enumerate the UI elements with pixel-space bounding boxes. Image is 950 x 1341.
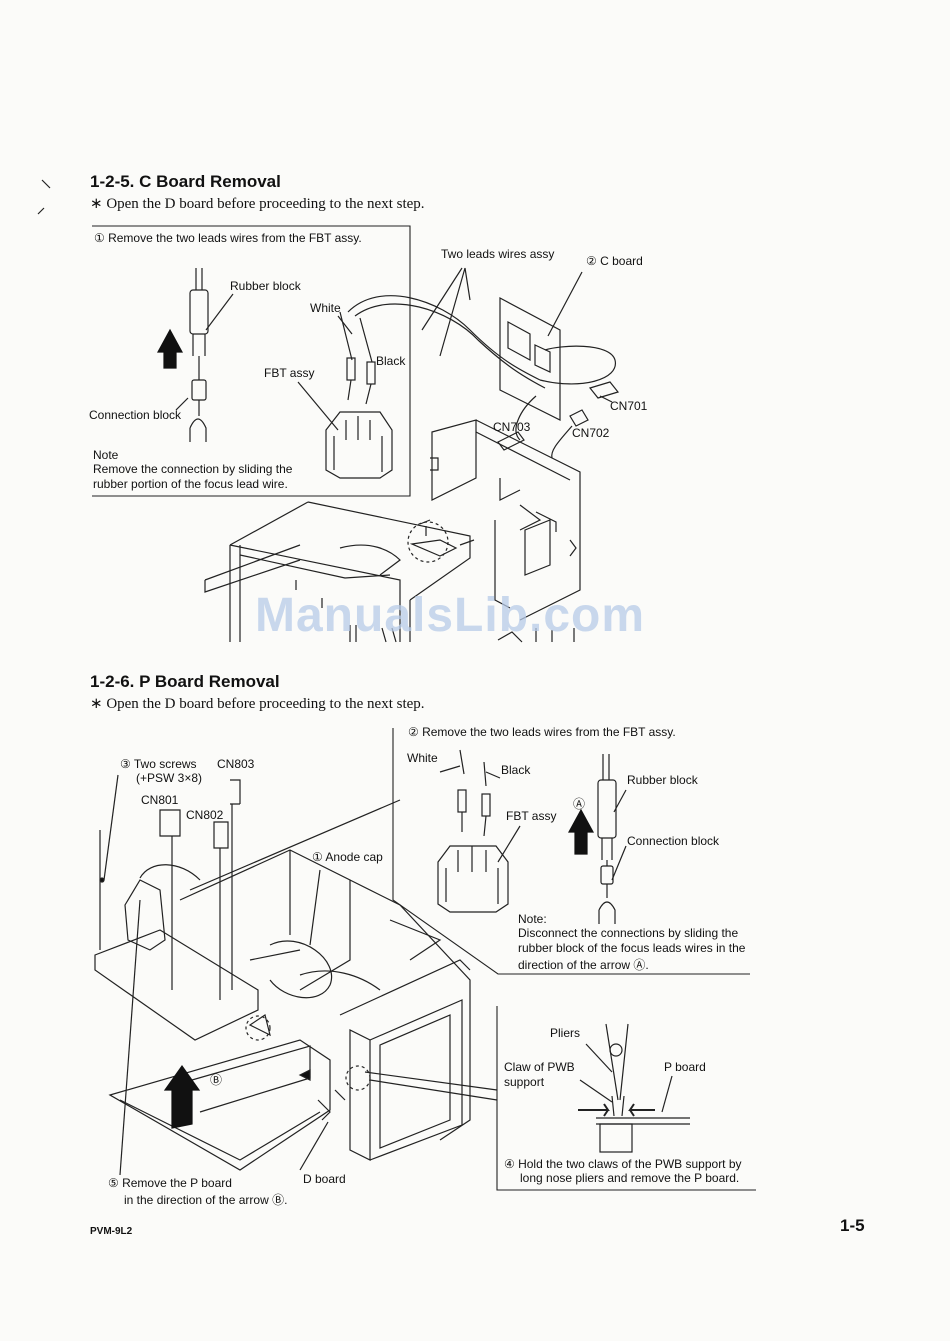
step-remove-p-board-2: in the direction of the arrow Ⓑ. [124,1193,288,1207]
label-connection-block-2: Connection block [627,834,720,848]
note-line-1b: rubber portion of the focus lead wire. [93,477,288,491]
note-title-2: Note: [518,912,547,926]
label-pliers: Pliers [550,1026,581,1040]
note-line-1a: Remove the connection by sliding the [93,462,293,476]
note-line-2a: Disconnect the connections by sliding th… [518,926,739,940]
step-remove-p-board-1: ⑤ Remove the P board [108,1176,232,1190]
label-rubber-block-2: Rubber block [627,773,698,787]
step-hold-claws-1: ④ Hold the two claws of the PWB support … [504,1157,742,1171]
label-rubber-block-1: Rubber block [230,279,301,293]
page-number: 1-5 [840,1216,865,1235]
label-white-1: White [310,301,341,315]
chassis-section-2 [94,774,498,1176]
label-claw-line2: support [504,1075,545,1089]
section-heading-c-board: 1-2-5. C Board Removal [90,172,281,191]
label-anode-cap: ① Anode cap [312,850,383,864]
focus-lead-inset-1 [175,268,234,442]
label-c-board: ② C board [586,254,643,268]
section-heading-p-board: 1-2-6. P Board Removal [90,672,280,691]
label-d-board: D board [303,1172,346,1186]
note-title-1: Note [93,448,119,462]
step-hold-claws-2: long nose pliers and remove the P board. [520,1171,740,1185]
c-board-assembly [347,267,620,459]
label-cn703: CN703 [493,420,531,434]
label-two-leads-wires: Two leads wires assy [441,247,555,261]
label-fbt-assy-1: FBT assy [264,366,315,380]
label-black-1: Black [376,354,406,368]
label-p-board: P board [664,1060,706,1074]
label-white-2: White [407,751,438,765]
fbt-assy-inset-1 [297,311,393,479]
label-black-2: Black [501,763,531,777]
label-cn802: CN802 [186,808,224,822]
step-remove-leads-2: ② Remove the two leads wires from the FB… [408,725,676,739]
label-cn801: CN801 [141,793,179,807]
label-cn701: CN701 [610,399,648,413]
section-note-c-board: ∗ Open the D board before proceeding to … [90,196,425,212]
pliers-inset [578,1023,690,1153]
footer-model: PVM-9L2 [90,1226,133,1237]
label-cn702: CN702 [572,426,610,440]
focus-lead-inset-2 [597,754,627,924]
label-psw: (+PSW 3×8) [136,771,203,785]
label-cn803: CN803 [217,757,255,771]
step-remove-leads-1: ① Remove the two leads wires from the FB… [94,231,362,245]
label-arrow-b: Ⓑ [210,1073,223,1087]
label-two-screws: ③ Two screws [120,757,197,771]
chassis-section-1 [204,419,581,643]
fbt-assy-inset-2 [437,749,521,913]
note-line-2c: direction of the arrow Ⓐ. [518,958,649,972]
label-claw-line1: Claw of PWB [504,1060,575,1074]
note-line-2b: rubber block of the focus leads wires in… [518,941,746,955]
label-arrow-a: Ⓐ [573,797,586,811]
label-connection-block-1: Connection block [89,408,182,422]
watermark: ManualsLib.com [255,589,646,642]
section-note-p-board: ∗ Open the D board before proceeding to … [90,696,425,712]
label-fbt-assy-2: FBT assy [506,809,557,823]
